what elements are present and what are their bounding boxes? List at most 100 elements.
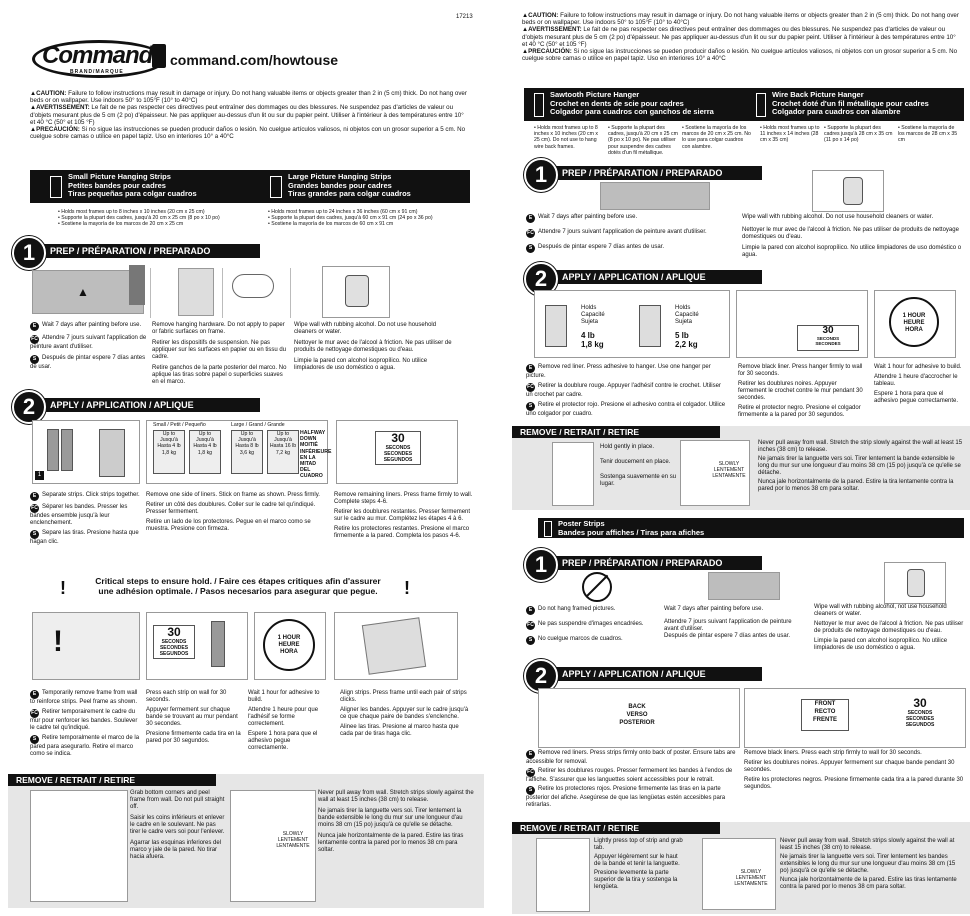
prep-col3: Wipe wall with rubbing alcohol. Do not u… <box>294 322 452 371</box>
r-alcohol-wipe-illustration <box>812 170 884 212</box>
grab-tab-illustration <box>536 838 590 912</box>
caution-en: ▲CAUTION: Failure to follow instructions… <box>30 90 467 105</box>
remove-bar: REMOVE / RETRAIT / RETIRE <box>8 774 216 786</box>
size-table-illustration: Small / Petit / Pequeño Large / Grand / … <box>146 420 331 484</box>
critical-heading: Critical steps to ensure hold. / Faire c… <box>95 576 381 596</box>
large-strip-icon <box>270 176 282 198</box>
p-remove-bar: REMOVE / RETRAIT / RETIRE <box>512 822 720 834</box>
wire-hanger-icon <box>756 93 766 117</box>
sawtooth-bullets: • Holds most frames up to 8 inches x 10 … <box>534 125 751 156</box>
p-rem2: Never pull away from wall. Stretch strip… <box>780 838 957 890</box>
large-bullets: • Holds most frames up to 24 inches x 36… <box>268 209 433 228</box>
r-wall-paint-illustration <box>600 182 710 210</box>
cautions: ▲CAUTION: Failure to follow instructions… <box>30 90 470 140</box>
small-strip-icon <box>50 176 62 198</box>
hanging-hardware-icon <box>232 274 274 298</box>
r-rem2: Never pull away from wall. Stretch the s… <box>758 440 963 492</box>
prep-col2: Remove hanging hardware. Do not apply to… <box>152 322 287 385</box>
p-step-2-badge: 2 <box>524 659 558 693</box>
command-logo: Command BRAND/MARQUE <box>30 38 166 78</box>
r-apply3: Wait 1 hour for adhesive to build. Atten… <box>874 364 962 404</box>
logo-sub: BRAND/MARQUE <box>70 69 124 75</box>
crit-col2: Press each strip on wall for 30 seconds.… <box>146 690 241 744</box>
peel-frame-illustration <box>30 790 128 902</box>
remove-text1: Grab bottom corners and peel frame from … <box>130 790 225 860</box>
critical-exclaim-left: ! <box>60 578 66 598</box>
paint-roller-icon <box>129 265 145 305</box>
remove-frame-illustration: ! <box>32 612 140 680</box>
crit-col3: Wait 1 hour for adhesive to build. Atten… <box>248 690 320 751</box>
r-prep-bar: PREP / PRÉPARATION / PREPARADO <box>536 166 762 180</box>
p-prep-bar: PREP / PRÉPARATION / PREPARADO <box>536 556 762 570</box>
alcohol-wipe-illustration <box>322 266 390 318</box>
prep-bar: PREP / PRÉPARATION / PREPARADO <box>24 244 260 258</box>
doc-id: 17213 <box>456 14 473 20</box>
p-prep2: Wait 7 days after painting before use. A… <box>664 606 792 639</box>
r-rem1: Hold gently in place. Tenir doucement en… <box>600 444 677 487</box>
step-1-badge: 1 <box>12 236 46 270</box>
crit-col4: Align strips. Press frame until each pai… <box>340 690 469 737</box>
small-bullets: • Holds most frames up to 8 inches x 10 … <box>58 209 220 228</box>
spray-bottle-icon <box>345 275 369 307</box>
r-prep2: Wipe wall with rubbing alcohol. Do not u… <box>742 214 962 258</box>
step-2-badge: 2 <box>12 390 46 424</box>
caution-fr: ▲AVERTISSEMENT: Le fait de ne pas respec… <box>30 104 464 126</box>
wire-bullets: • Holds most frames up to 11 inches x 14… <box>760 125 958 144</box>
r-apply-bar: APPLY / APPLICATION / APLIQUE <box>536 270 762 284</box>
logo-brand: Command <box>42 42 153 69</box>
strip-b <box>61 429 73 471</box>
wall-paint-illustration: ▲ <box>32 265 145 314</box>
critical-exclaim-right: ! <box>404 578 410 598</box>
p-apply2: Remove black liners. Press each strip fi… <box>744 750 964 790</box>
align-strips-illustration <box>334 612 458 680</box>
strip-a <box>47 429 59 471</box>
p-apply-bar: APPLY / APPLICATION / APLIQUE <box>536 667 762 681</box>
apply-col2: Remove one side of liners. Stick on fram… <box>146 492 320 532</box>
p-rem1: Lightly press top of strip and grab tab.… <box>594 838 683 890</box>
logo-url: command.com/howtouse <box>170 52 339 68</box>
strips-click-illustration: 1 <box>32 420 140 484</box>
hook-icon <box>152 44 166 68</box>
caution-es: ▲PRECAUCIÓN: Si no sigue las instruccion… <box>30 126 466 141</box>
remove-text2: Never pull away from wall. Stretch strip… <box>318 790 474 853</box>
warning-icon: ▲ <box>77 285 89 299</box>
right-cautions: ▲CAUTION: Failure to follow instructions… <box>522 12 959 63</box>
frame-back-illustration <box>178 268 214 316</box>
p-alcohol-wipe-illustration <box>884 562 946 604</box>
p-wall-paint-illustration <box>708 572 780 600</box>
sawtooth-icon <box>534 93 544 117</box>
r-apply2: Remove black liner. Press hanger firmly … <box>738 364 863 418</box>
hold-hanger-illustration <box>552 442 594 506</box>
r-remove-bar: REMOVE / RETRAIT / RETIRE <box>512 426 720 438</box>
strip-clicked <box>99 429 125 477</box>
p-step-1-badge: 1 <box>524 548 558 582</box>
p-prep3: Wipe wall with rubbing alcohol, not use … <box>814 604 964 651</box>
apply-bar: APPLY / APPLICATION / APLIQUE <box>24 398 260 412</box>
no-frames-icon <box>582 572 612 602</box>
